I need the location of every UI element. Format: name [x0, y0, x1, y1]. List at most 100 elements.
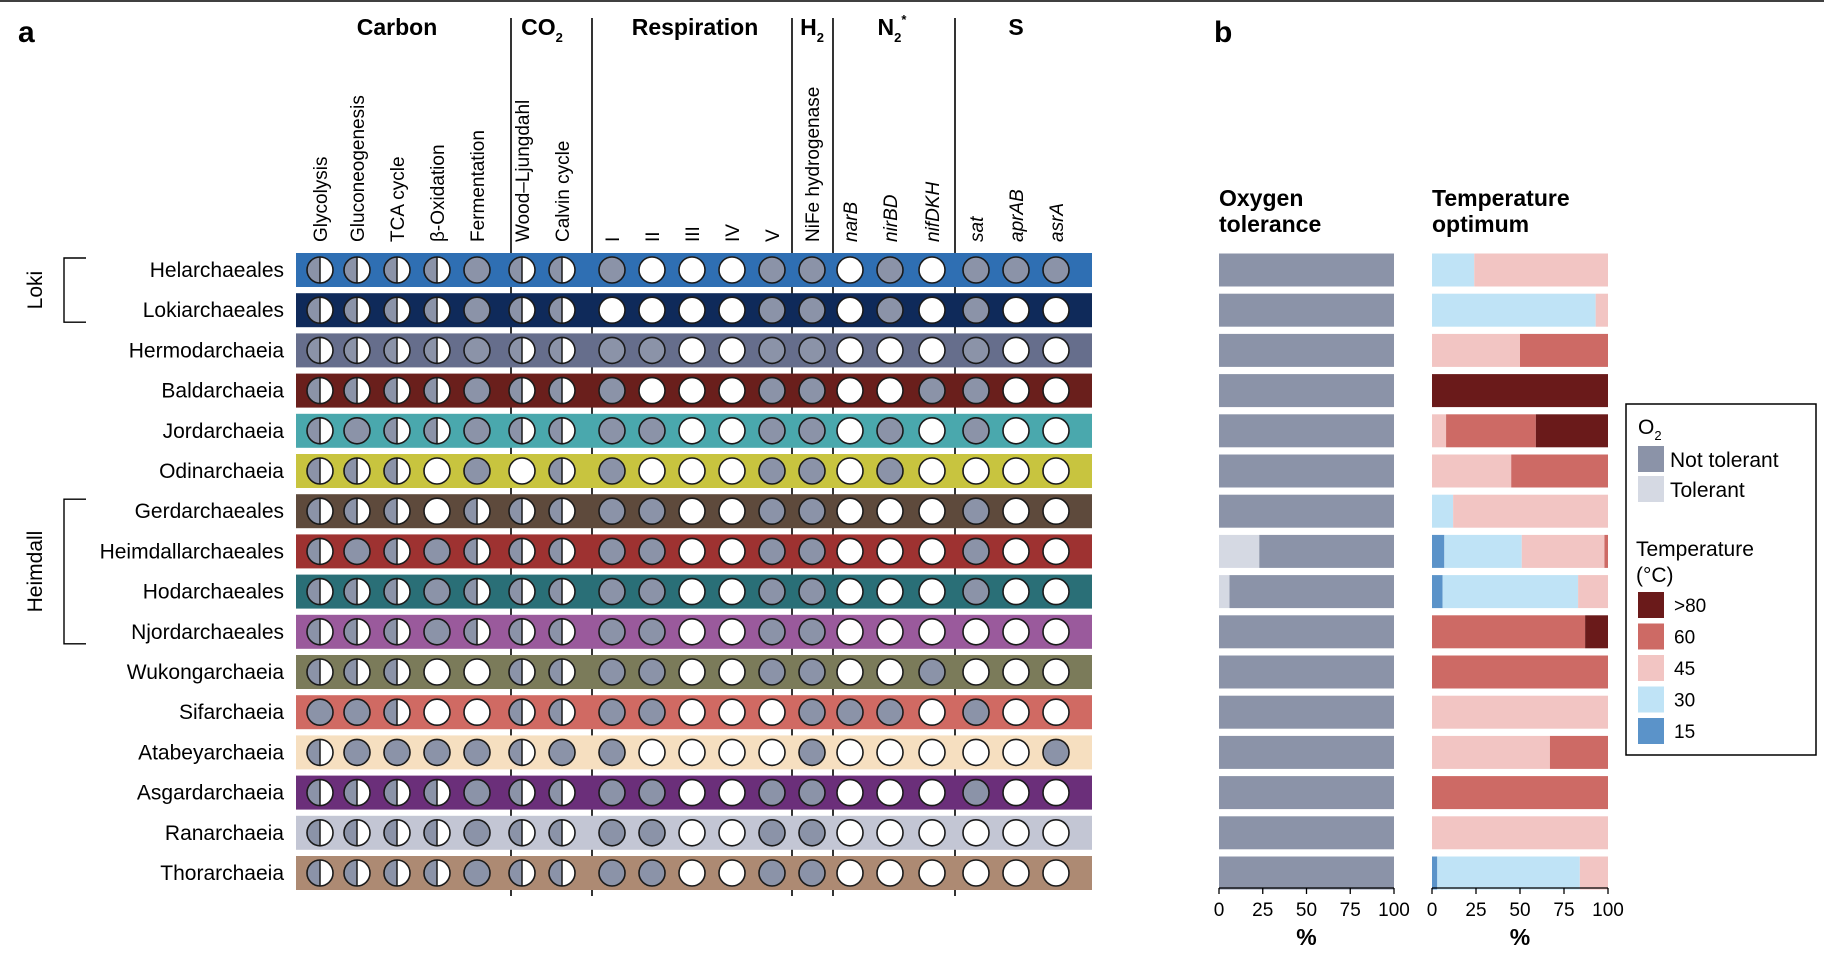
filled-circle-15-4: [463, 859, 491, 887]
half-circle-outline-10-2: [383, 658, 411, 686]
filled-circle-8-8: [638, 577, 666, 606]
bar-segment-1-15-1: [1437, 856, 1580, 890]
x-tick-label-0-0: 0: [1214, 900, 1225, 921]
column-label-9: III: [683, 226, 704, 242]
filled-circle-14-12: [798, 818, 826, 847]
bar-title-1-line1: Temperature: [1432, 185, 1570, 211]
bar-segment-0-11-1: [1219, 695, 1394, 729]
half-circle-outline-2-1: [343, 336, 371, 365]
empty-circle-0-9: [678, 256, 706, 284]
bar-segment-0-1-1: [1219, 293, 1394, 327]
bar-segment-1-4-3: [1446, 414, 1536, 448]
half-circle-outline-1-5: [508, 296, 536, 325]
half-circle-fill-11-2: [384, 699, 397, 726]
empty-circle-2-17: [1002, 336, 1030, 365]
empty-circle-14-14: [876, 818, 904, 847]
empty-circle-10-14: [876, 658, 904, 686]
half-circle-outline-13-0: [306, 778, 334, 807]
filled-circle-9-8: [638, 617, 666, 646]
bar-segment-0-7-0: [1219, 534, 1260, 568]
filled-circle-8-11: [758, 577, 786, 606]
filled-circle-12-7: [598, 738, 626, 767]
empty-circle-5-8: [638, 457, 666, 485]
half-circle-outline-6-0: [306, 497, 334, 526]
empty-circle-7-13: [836, 537, 864, 566]
empty-circle-12-11: [758, 738, 786, 767]
half-circle-fill-1-0: [307, 297, 320, 324]
group-header-1: CO2: [521, 14, 563, 45]
half-circle-fill-10-0: [307, 659, 320, 685]
filled-circle-5-4: [463, 457, 491, 485]
half-circle-fill-3-5: [509, 377, 522, 404]
half-circle-outline-12-0: [306, 738, 334, 767]
empty-circle-13-9: [678, 778, 706, 807]
half-circle-fill-15-2: [384, 860, 397, 886]
group-header-0: Carbon: [357, 14, 438, 40]
half-circle-outline-9-4: [463, 617, 491, 646]
legend-o2-swatch-0: [1638, 446, 1664, 472]
half-circle-outline-8-0: [306, 577, 334, 606]
row-label-13: Asgardarchaeia: [137, 782, 284, 805]
half-circle-outline-15-6: [548, 859, 576, 887]
legend-temp-label-1: 60: [1674, 628, 1695, 649]
half-circle-fill-8-6: [549, 578, 562, 605]
empty-circle-6-15: [918, 497, 946, 526]
half-circle-outline-8-1: [343, 577, 371, 606]
bar-segment-1-10-3: [1432, 655, 1608, 689]
half-circle-outline-0-6: [548, 256, 576, 284]
half-circle-fill-4-6: [549, 417, 562, 444]
filled-circle-6-8: [638, 497, 666, 526]
half-circle-outline-10-1: [343, 658, 371, 686]
legend-o2-title-sub: 2: [1654, 428, 1661, 443]
half-circle-outline-8-5: [508, 577, 536, 606]
half-circle-fill-14-2: [384, 819, 397, 846]
empty-circle-8-14: [876, 577, 904, 606]
legend-temp-label-3: 30: [1674, 691, 1695, 712]
filled-circle-0-12: [798, 256, 826, 284]
column-label-17: aprAB: [1007, 189, 1028, 242]
empty-circle-11-9: [678, 698, 706, 727]
half-circle-fill-9-5: [509, 618, 522, 645]
bar-segment-1-8-2: [1578, 575, 1608, 609]
column-label-8: II: [643, 231, 664, 242]
bar-segment-1-4-2: [1432, 414, 1447, 448]
half-circle-outline-3-1: [343, 376, 371, 405]
half-circle-fill-13-3: [424, 779, 437, 806]
filled-circle-6-11: [758, 497, 786, 526]
filled-circle-11-16: [962, 698, 990, 727]
filled-circle-2-12: [798, 336, 826, 365]
half-circle-fill-7-4: [464, 538, 477, 565]
half-circle-fill-13-0: [307, 779, 320, 806]
empty-circle-9-14: [876, 617, 904, 646]
row-label-11: Sifarchaeia: [179, 701, 284, 724]
empty-circle-6-13: [836, 497, 864, 526]
legend-temp-title-1: Temperature: [1636, 538, 1754, 561]
filled-circle-10-15: [918, 658, 946, 686]
row-label-8: Hodarchaeales: [143, 581, 284, 604]
half-circle-outline-8-6: [548, 577, 576, 606]
empty-circle-8-9: [678, 577, 706, 606]
filled-circle-6-7: [598, 497, 626, 526]
half-circle-outline-5-2: [383, 457, 411, 485]
empty-circle-9-17: [1002, 617, 1030, 646]
filled-circle-11-7: [598, 698, 626, 727]
half-circle-fill-5-1: [344, 458, 357, 484]
legend-temp-label-0: >80: [1674, 596, 1706, 617]
half-circle-fill-11-5: [509, 699, 522, 726]
half-circle-outline-10-5: [508, 658, 536, 686]
half-circle-outline-1-3: [423, 296, 451, 325]
half-circle-outline-9-1: [343, 617, 371, 646]
empty-circle-15-9: [678, 859, 706, 887]
half-circle-fill-6-5: [509, 498, 522, 525]
empty-circle-2-13: [836, 336, 864, 365]
empty-circle-14-10: [718, 818, 746, 847]
filled-circle-4-1: [343, 416, 371, 445]
half-circle-fill-0-2: [384, 257, 397, 283]
column-label-3: β-Oxidation: [428, 144, 449, 242]
half-circle-outline-4-0: [306, 416, 334, 445]
half-circle-fill-13-6: [549, 779, 562, 806]
row-label-2: Hermodarchaeia: [129, 339, 285, 362]
half-circle-fill-10-5: [509, 659, 522, 685]
half-circle-fill-9-2: [384, 618, 397, 645]
